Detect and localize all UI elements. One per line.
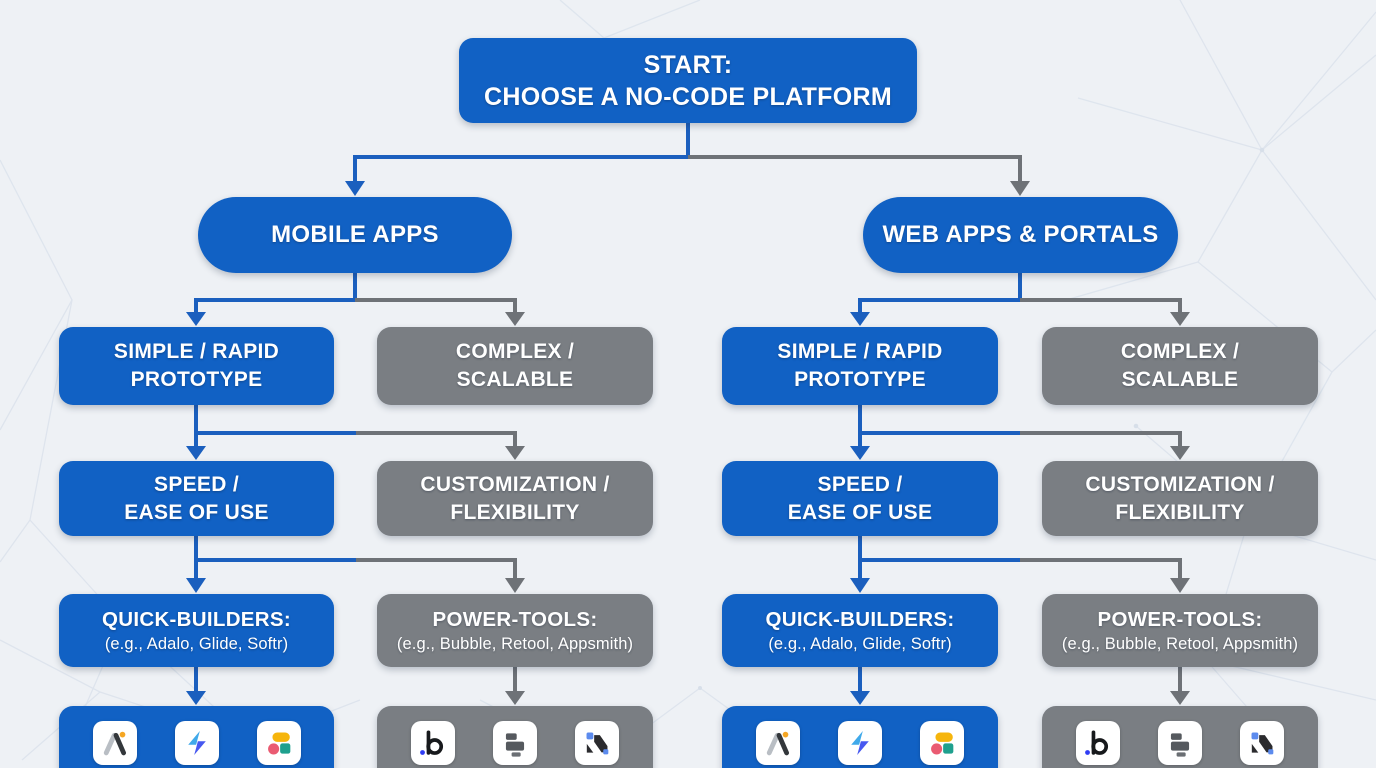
appsmith-icon: [575, 721, 619, 765]
node-line: EASE OF USE: [124, 500, 269, 524]
adalo-icon: [756, 721, 800, 765]
node-web-customization-flexibility: CUSTOMIZATION / FLEXIBILITY: [1042, 461, 1318, 536]
node-subtitle: (e.g., Bubble, Retool, Appsmith): [396, 634, 634, 653]
node-mobile-speed-ease: SPEED / EASE OF USE: [59, 461, 334, 536]
node-web-quick-builder-logos: [722, 706, 998, 768]
node-mobile-apps: MOBILE APPS: [198, 197, 512, 273]
node-web-complex-scalable: COMPLEX / SCALABLE: [1042, 327, 1318, 405]
node-line: SIMPLE / RAPID: [777, 340, 943, 363]
appsmith-icon: [1240, 721, 1284, 765]
node-mobile-customization-flexibility: CUSTOMIZATION / FLEXIBILITY: [377, 461, 653, 536]
node-mobile-apps-label: MOBILE APPS: [271, 221, 439, 248]
node-mobile-quick-builders: QUICK-BUILDERS: (e.g., Adalo, Glide, Sof…: [59, 594, 334, 667]
bubble-icon: [1076, 721, 1120, 765]
node-line: FLEXIBILITY: [450, 500, 580, 524]
node-line: SCALABLE: [1121, 368, 1239, 391]
node-web-simple-rapid-prototype: SIMPLE / RAPID PROTOTYPE: [722, 327, 998, 405]
node-subtitle: (e.g., Adalo, Glide, Softr): [768, 634, 952, 653]
softr-icon: [920, 721, 964, 765]
node-web-apps-portals-label: WEB APPS & PORTALS: [882, 221, 1159, 248]
node-web-power-tools: POWER-TOOLS: (e.g., Bubble, Retool, Apps…: [1042, 594, 1318, 667]
softr-icon: [256, 721, 301, 765]
node-mobile-quick-builder-logos: [59, 706, 334, 768]
node-line: PROTOTYPE: [130, 368, 263, 391]
node-subtitle: (e.g., Adalo, Glide, Softr): [104, 634, 289, 653]
node-line: EASE OF USE: [787, 500, 933, 524]
node-web-power-tool-logos: [1042, 706, 1318, 768]
glide-icon: [174, 721, 219, 765]
node-start: START: CHOOSE A NO-CODE PLATFORM: [459, 38, 917, 123]
node-line: COMPLEX /: [1120, 340, 1240, 363]
node-start-line2: CHOOSE A NO-CODE PLATFORM: [484, 82, 892, 111]
node-title: POWER-TOOLS:: [432, 607, 598, 631]
node-line: SPEED /: [817, 472, 903, 496]
adalo-icon: [92, 721, 137, 765]
node-line: CUSTOMIZATION /: [420, 472, 610, 496]
node-line: PROTOTYPE: [794, 368, 926, 391]
node-mobile-complex-scalable: COMPLEX / SCALABLE: [377, 327, 653, 405]
retool-icon: [493, 721, 537, 765]
retool-icon: [1158, 721, 1202, 765]
node-subtitle: (e.g., Bubble, Retool, Appsmith): [1061, 634, 1299, 653]
node-line: SPEED /: [154, 472, 239, 496]
node-mobile-power-tools: POWER-TOOLS: (e.g., Bubble, Retool, Apps…: [377, 594, 653, 667]
node-mobile-power-tool-logos: [377, 706, 653, 768]
node-line: FLEXIBILITY: [1115, 500, 1245, 524]
node-title: POWER-TOOLS:: [1097, 607, 1263, 631]
node-title: QUICK-BUILDERS:: [765, 607, 955, 631]
bubble-icon: [411, 721, 455, 765]
node-line: SIMPLE / RAPID: [113, 340, 280, 363]
node-mobile-simple-rapid-prototype: SIMPLE / RAPID PROTOTYPE: [59, 327, 334, 405]
node-line: COMPLEX /: [455, 340, 575, 363]
node-line: CUSTOMIZATION /: [1085, 472, 1275, 496]
node-web-speed-ease: SPEED / EASE OF USE: [722, 461, 998, 536]
node-web-apps-portals: WEB APPS & PORTALS: [863, 197, 1178, 273]
node-web-quick-builders: QUICK-BUILDERS: (e.g., Adalo, Glide, Sof…: [722, 594, 998, 667]
node-line: SCALABLE: [456, 368, 574, 391]
glide-icon: [838, 721, 882, 765]
node-start-line1: START:: [643, 50, 733, 79]
node-title: QUICK-BUILDERS:: [102, 607, 291, 631]
